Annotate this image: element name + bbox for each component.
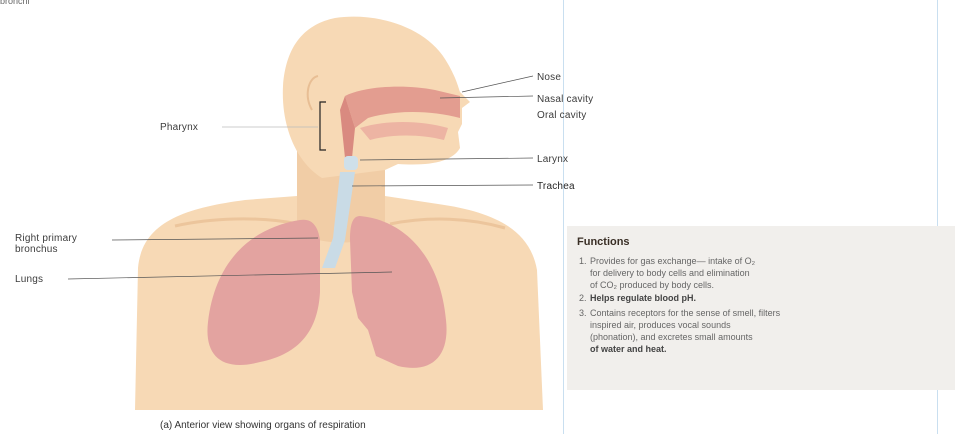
- label-nose: Nose: [537, 72, 561, 83]
- function-item-number: 2.: [579, 293, 587, 304]
- function-item-line: for delivery to body cells and eliminati…: [590, 268, 750, 279]
- label-nasal-cavity: Nasal cavity: [537, 94, 593, 105]
- function-item-number: 3.: [579, 308, 587, 319]
- function-item-line: Helps regulate blood pH.: [590, 293, 696, 304]
- function-item-line: of water and heat.: [590, 344, 667, 355]
- function-item-number: 1.: [579, 256, 587, 267]
- nose-leader: [462, 76, 533, 92]
- function-item-line: of CO₂ produced by body cells.: [590, 280, 714, 291]
- label-lungs: Lungs: [15, 274, 43, 285]
- label-pharynx: Pharynx: [160, 122, 198, 133]
- function-item-line: (phonation), and excretes small amounts: [590, 332, 753, 343]
- label-larynx: Larynx: [537, 154, 568, 165]
- label-bronchus: bronchus: [15, 244, 58, 255]
- function-item-line: Contains receptors for the sense of smel…: [590, 308, 780, 319]
- larynx-shape: [344, 156, 358, 170]
- label-oral-cavity: Oral cavity: [537, 110, 586, 121]
- functions-title: Functions: [577, 236, 630, 248]
- label-trachea: Trachea: [537, 181, 575, 192]
- figure-caption: (a) Anterior view showing organs of resp…: [160, 420, 366, 431]
- function-item-line: Provides for gas exchange— intake of O₂: [590, 256, 755, 267]
- label-right-primary: Right primary: [15, 233, 77, 244]
- functions-panel: Functions 1. Provides for gas exchange— …: [567, 226, 955, 390]
- function-item-line: inspired air, produces vocal sounds: [590, 320, 731, 331]
